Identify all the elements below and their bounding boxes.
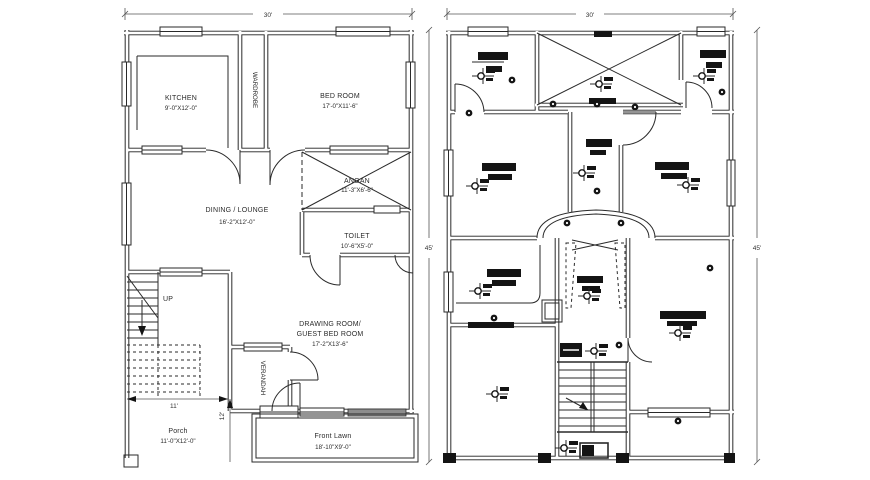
ff-dim-top-label: 30' [586,12,594,19]
toilet-size: 10'-6"X5'-0" [341,243,373,250]
gf-labels: KITCHEN 9'-0"X12'-0" WARDROBE BED ROOM 1… [160,72,373,451]
ff-walls [443,30,735,463]
switch-point-symbol [718,88,726,96]
light-point-symbol [563,219,571,227]
porch-size: 11'-0"X12'-0" [160,438,195,445]
ff-arch-balcony [536,209,656,251]
up-label: UP [163,296,173,303]
ceiling-fan-symbol [572,164,597,182]
ff-lowwall [456,245,563,323]
switch-point-symbol [465,109,473,117]
ceiling-fan-symbol [485,385,510,403]
gf-staircase: UP [126,272,201,398]
wall-pier [538,453,551,463]
ff-electrical [465,50,726,457]
ceiling-fan-symbol [577,287,602,305]
stair-width-dim: 11' [170,403,178,410]
switch-point-symbol [615,341,623,349]
switch-point-symbol [490,314,498,322]
ff-terrace-court [536,31,682,106]
switch-point-symbol [593,187,601,195]
ceiling-fan-symbol [468,282,493,300]
gf-dim-top-label: 30' [264,12,272,19]
kitchen-label: KITCHEN [165,95,197,102]
wall-pier [724,453,735,463]
ceiling-fan-symbol [668,324,693,342]
ff-bed [579,442,609,459]
gf-dim-side-label: 45' [425,245,433,252]
ff-windows [443,26,736,418]
switch-point-symbol [631,103,639,111]
gf-angan-court [301,151,412,211]
gf-stair-dims: 11' 12' [127,396,233,462]
first-floor-plan: 30' 45' [443,8,761,466]
ceiling-fan-symbol [465,177,490,195]
switch-point-symbol [508,76,516,84]
ceiling-fan-symbol [692,67,717,85]
angan-label: ANGAN [344,178,370,185]
ff-hall-table [560,343,582,357]
gf-dimensions: 30' 45' [121,8,433,466]
ff-columns [565,242,626,309]
ff-doors [454,81,713,363]
ceiling-fan-symbol [676,176,701,194]
verandah-label: VERANDAH [259,361,266,395]
gf-front-lawn [251,413,419,463]
ff-staircase [559,362,626,432]
front-lawn-label: Front Lawn [314,433,351,440]
kitchen-counter [136,55,229,148]
wardrobe-label: WARDROBE [251,72,258,108]
ff-dim-side-label: 45' [753,245,761,252]
front-lawn-size: 18'-10"X9'-0" [315,444,351,451]
wall-pier [443,453,456,463]
switch-point-symbol [593,100,601,108]
bedroom-label: BED ROOM [320,93,360,100]
ground-floor-plan: 30' 45' [121,8,433,468]
switch-point-symbol [549,100,557,108]
drawing-room-size: 17'-2"X13'-6" [312,341,348,348]
wall-pier [616,453,629,463]
porch-label: Porch [168,428,187,435]
light-point-symbol [617,219,625,227]
ceiling-fan-symbol [589,75,614,93]
porch-corner-pier [123,454,139,468]
bedroom-size: 17'-0"X11'-6" [322,103,357,110]
ceiling-fan-symbol [471,67,496,85]
toilet-label: TOILET [344,233,370,240]
gf-windows [121,26,416,419]
dining-size: 16'-2"X12'-0" [219,219,255,226]
window-dark [468,322,514,328]
angan-size: 11'-3"X6'-6" [341,187,373,194]
drawing-room-label-2: GUEST BED ROOM [297,331,364,338]
drawing-room-label-1: DRAWING ROOM/ [299,321,361,328]
window-shaded [347,408,407,417]
dining-label: DINING / LOUNGE [206,207,269,214]
ceiling-fan-symbol [584,342,609,360]
switch-point-symbol [706,264,714,272]
ff-dimensions: 30' 45' [443,8,761,466]
gf-doors [205,149,414,412]
porch-height-dim: 12' [219,412,226,420]
kitchen-size: 9'-0"X12'-0" [165,105,197,112]
switch-point-symbol [674,417,682,425]
